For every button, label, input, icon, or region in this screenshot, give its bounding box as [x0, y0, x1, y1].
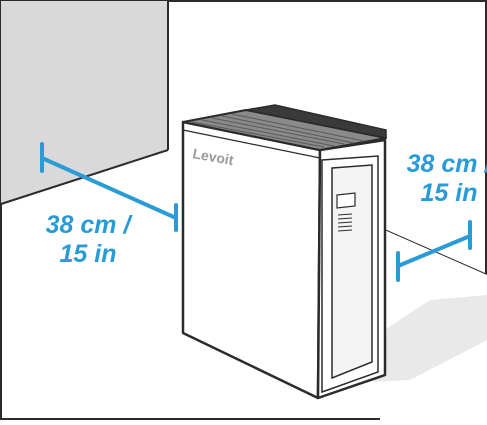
purifier-side-vents	[337, 213, 353, 232]
left-clearance-imperial: 15 in	[59, 240, 117, 268]
purifier-top-edge	[182, 129, 321, 159]
purifier-grill-lines	[191, 113, 365, 148]
right-clearance-metric: 38 cm /	[406, 150, 487, 178]
right-clearance-imperial: 15 in	[420, 179, 478, 207]
brand-logo: Levoit	[191, 145, 235, 168]
right-clearance-arrow	[396, 220, 472, 282]
right-clearance-label: 38 cm / 15 in	[394, 150, 487, 208]
purifier-control-strip	[245, 104, 387, 139]
left-clearance-metric: 38 cm /	[45, 211, 131, 239]
left-clearance-label: 38 cm / 15 in	[28, 211, 148, 269]
purifier-handle-recess	[336, 192, 356, 209]
left-clearance-arrow	[40, 142, 178, 232]
